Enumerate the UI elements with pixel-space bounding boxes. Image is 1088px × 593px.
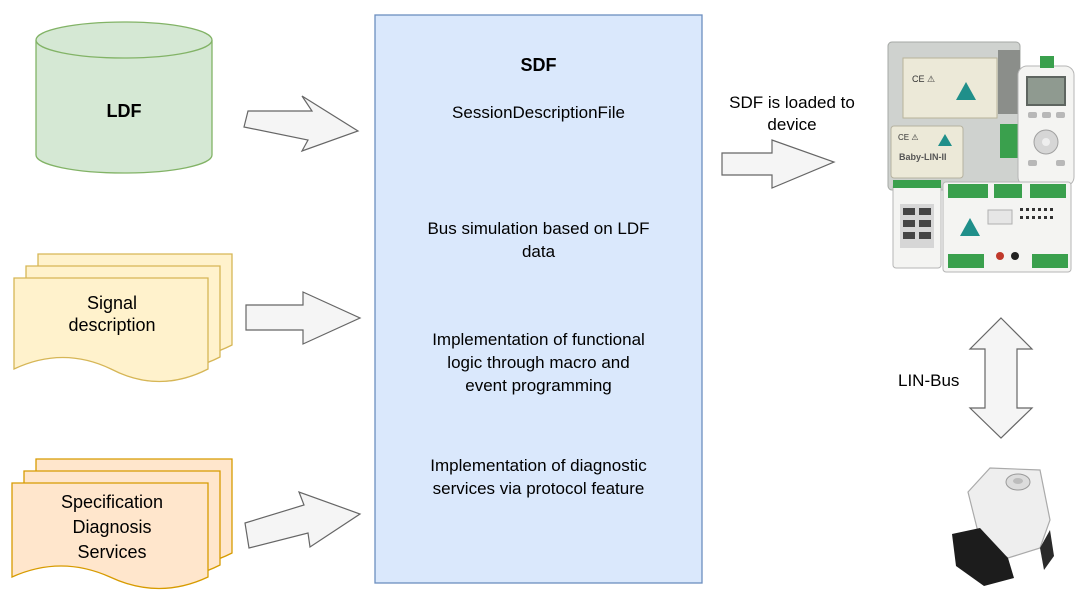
svg-text:CE ⚠: CE ⚠ xyxy=(912,74,935,84)
spec-document-stack[interactable] xyxy=(11,458,233,590)
sdf-bus-simulation-text: Bus simulation based on LDF data xyxy=(427,219,650,261)
arrow-ldf-to-sdf xyxy=(243,95,360,153)
sdf-loaded-to-device-label: SDF is loaded to device xyxy=(729,93,855,134)
sdf-title: SDF xyxy=(520,55,557,75)
sdf-subtitle: SessionDescriptionFile xyxy=(452,103,625,122)
signal-document-stack[interactable] xyxy=(13,253,233,383)
arrow-signal-to-sdf xyxy=(245,291,362,345)
svg-text:CE ⚠: CE ⚠ xyxy=(898,133,919,142)
sdf-functional-logic-text: Implementation of functional logic throu… xyxy=(432,330,645,395)
svg-text:Baby-LIN-II: Baby-LIN-II xyxy=(899,152,947,162)
sdf-diagnostic-services-text: Implementation of diagnostic services vi… xyxy=(430,456,647,498)
ldf-label: LDF xyxy=(106,101,142,121)
sdf-box[interactable] xyxy=(374,14,703,584)
ldf-cylinder[interactable] xyxy=(35,21,213,174)
spec-diagnosis-services-label: Specification Diagnosis Services xyxy=(60,492,164,562)
lin-sensor-illustration xyxy=(952,467,1054,586)
arrow-sdf-to-device xyxy=(721,139,836,189)
linbus-label: LIN-Bus xyxy=(898,371,960,390)
linbus-double-arrow xyxy=(968,317,1034,439)
baby-lin-device-illustration: CE ⚠ CE ⚠ Baby-LIN-II xyxy=(887,41,1075,273)
arrow-spec-to-sdf xyxy=(244,490,362,549)
signal-description-label: Signal description xyxy=(68,293,156,335)
